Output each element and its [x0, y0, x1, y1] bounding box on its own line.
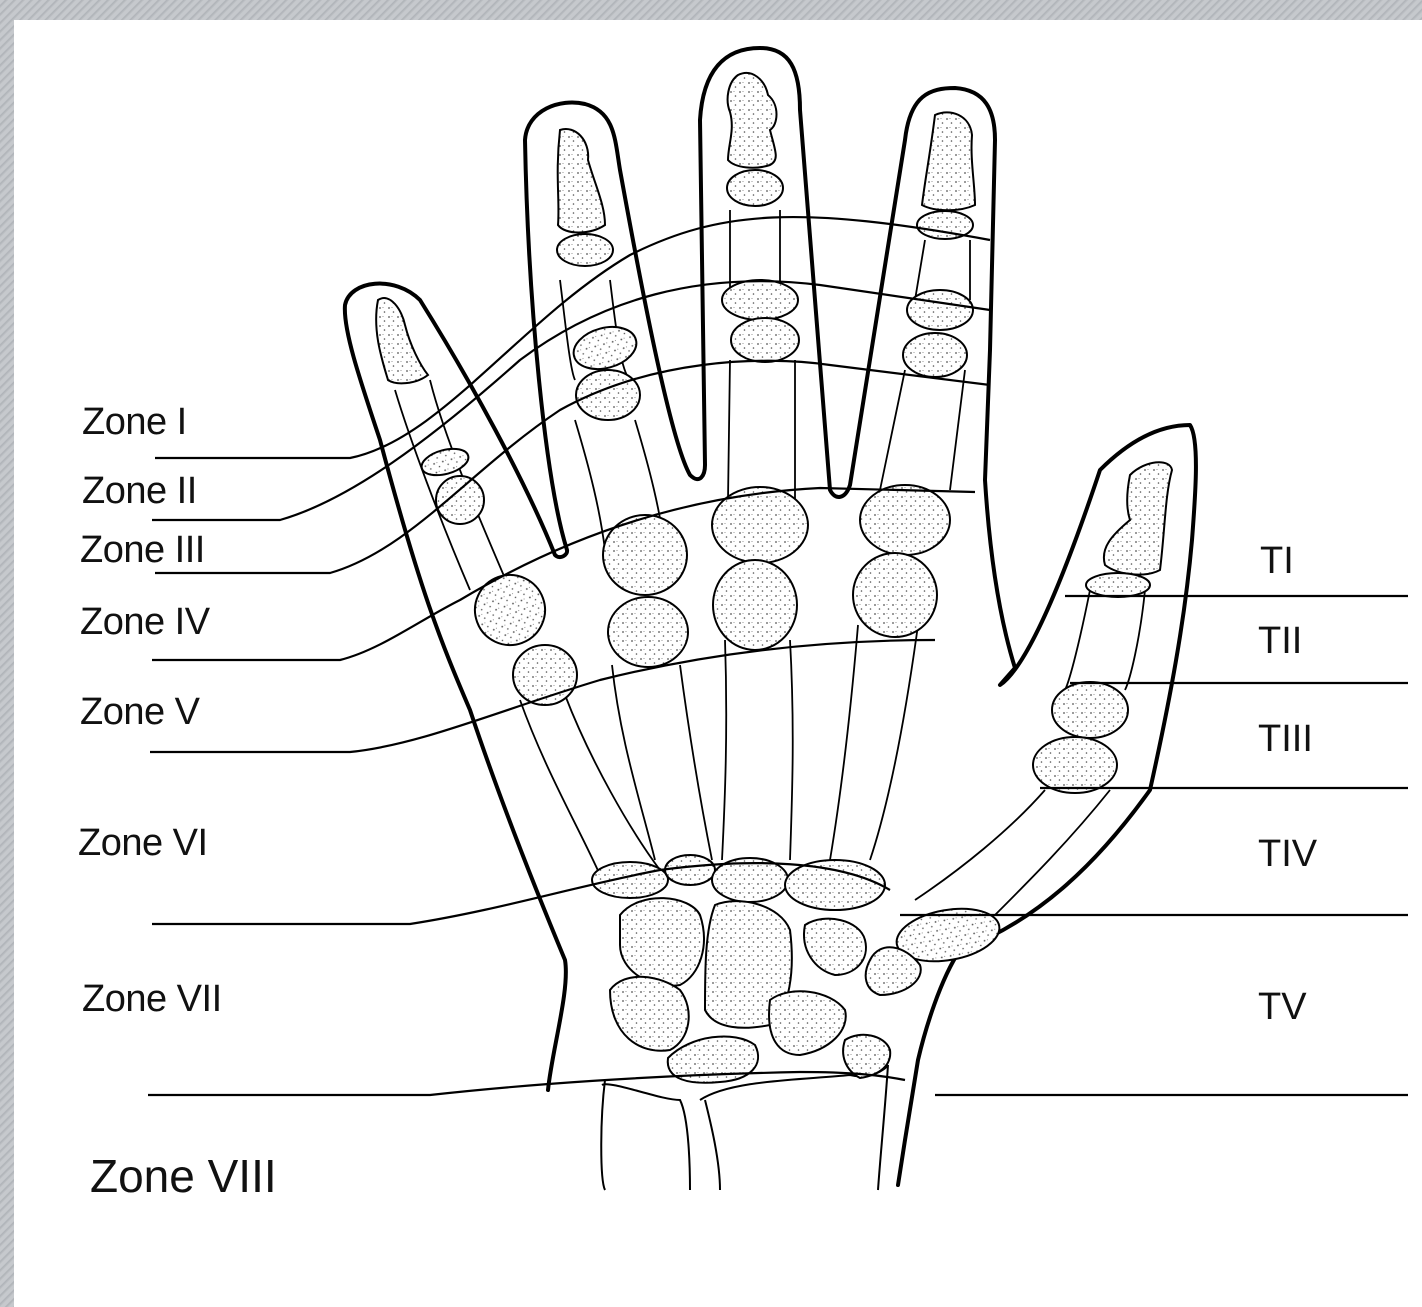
metacarpal-4-outline [612, 665, 712, 860]
thumb-metacarpal-head-bone [1033, 737, 1117, 793]
ring-finger-distal-bone [558, 129, 605, 232]
zone-4-label: Zone IV [80, 603, 210, 641]
thumb-metacarpal-outline [915, 790, 1110, 915]
hamate-bone [620, 898, 704, 986]
metacarpal-4-base-bone [513, 645, 577, 705]
little-finger-proximal-joint-bone [436, 476, 484, 524]
middle-finger-pip-bone [722, 280, 798, 320]
metacarpal-3-outline [722, 640, 793, 860]
thumb-mcp-bone [1052, 682, 1128, 738]
thumb-ip-bone [1086, 573, 1150, 597]
thumb-zone-5-label: TV [1258, 988, 1307, 1026]
metacarpal-2-neck-bone [853, 553, 937, 637]
ring-finger-proximal-bone [576, 370, 640, 420]
metacarpal-2-head-bone [860, 485, 950, 555]
little-finger-middle-joint-bone [419, 444, 472, 480]
trapezoid-bone [804, 919, 866, 975]
metacarpal-base-4-bone [785, 860, 885, 910]
zone-2-label: Zone II [82, 472, 197, 510]
metacarpal-base-1-bone [592, 862, 668, 898]
zone-1-label: Zone I [82, 403, 187, 441]
thumb-zone-1-label: TI [1260, 542, 1294, 580]
thumb-proximal-phalanx-outline [1065, 590, 1145, 690]
radius-outline [700, 1065, 888, 1190]
radial-styloid-bone [843, 1035, 890, 1078]
metacarpal-base-2-bone [665, 855, 715, 885]
thumb-zone-3-label: TIII [1258, 720, 1313, 758]
little-finger-distal-bone [376, 298, 428, 383]
ring-finger-middle-joint-bone [557, 234, 613, 266]
triquetrum-bone [610, 977, 689, 1051]
zone-8-label: Zone VIII [90, 1153, 277, 1199]
thumb-distal-bone [1104, 462, 1172, 574]
index-finger-pip-bone [907, 290, 973, 330]
metacarpal-4-neck-bone [608, 597, 688, 667]
thumb-zone-4-label: TIV [1258, 835, 1317, 873]
zone-3-label: Zone III [80, 531, 205, 569]
metacarpal-3-neck-bone [713, 560, 797, 650]
middle-finger-distal-bone [728, 73, 777, 168]
zone-7-line [148, 1072, 905, 1095]
index-finger-distal-bone [922, 112, 975, 210]
scaphoid-bone [769, 991, 846, 1055]
zone-5-label: Zone V [80, 693, 200, 731]
metacarpal-5-head-bone [465, 565, 555, 655]
index-finger-proximal-bone [903, 333, 967, 377]
zone-7-label: Zone VII [82, 980, 222, 1018]
metacarpal-5-outline [520, 695, 660, 875]
middle-finger-proximal-bone [731, 318, 799, 362]
thumb-zone-2-label: TII [1258, 622, 1302, 660]
ulna-outline [601, 1080, 690, 1190]
middle-finger-dip-bone [727, 170, 783, 206]
ring-finger-pip-bone [569, 320, 641, 375]
metacarpal-2-outline [830, 625, 918, 860]
zone-6-label: Zone VI [78, 824, 208, 862]
